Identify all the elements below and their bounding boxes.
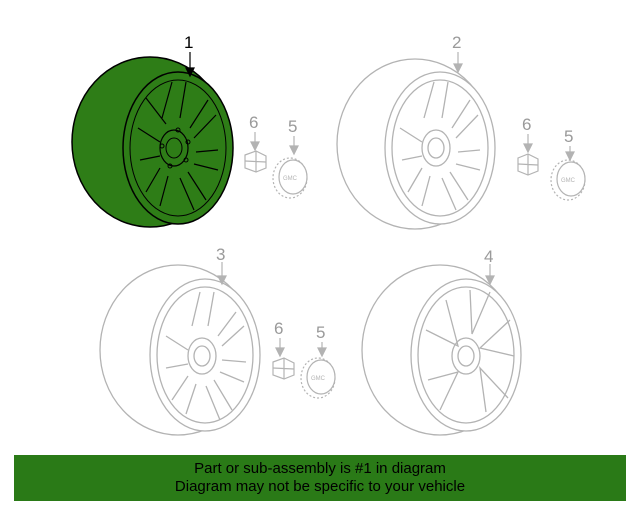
- callout-5c[interactable]: 5: [316, 323, 325, 342]
- wheel-3[interactable]: [99, 264, 261, 436]
- banner-line-2: Diagram may not be specific to your vehi…: [174, 478, 466, 495]
- cap-logo-text: GMC: [283, 176, 298, 182]
- lug-nut-c[interactable]: [272, 357, 295, 380]
- wheel-1[interactable]: [71, 56, 234, 228]
- lug-nut-a[interactable]: [244, 150, 267, 173]
- center-cap-a[interactable]: GMC: [272, 157, 308, 199]
- callout-1[interactable]: 1: [184, 33, 193, 52]
- callout-4[interactable]: 4: [484, 247, 493, 266]
- info-banner: Part or sub-assembly is #1 in diagram Di…: [14, 455, 626, 501]
- callout-6b[interactable]: 6: [522, 115, 531, 134]
- lug-nut-b[interactable]: [517, 153, 539, 176]
- callout-5b[interactable]: 5: [564, 127, 573, 146]
- cap-logo-text: GMC: [311, 376, 326, 382]
- parts-diagram: GMC GMC GMC 1 2 3 4 6 5 6 5: [71, 33, 586, 436]
- wheel-4[interactable]: [361, 264, 522, 436]
- banner-line-1: Part or sub-assembly is #1 in diagram: [194, 460, 446, 477]
- callout-6c[interactable]: 6: [274, 319, 283, 338]
- callout-2[interactable]: 2: [452, 33, 461, 52]
- wheel-2[interactable]: [336, 58, 496, 230]
- center-cap-c[interactable]: GMC: [300, 357, 336, 399]
- callout-3[interactable]: 3: [216, 245, 225, 264]
- leader-lines: [185, 52, 575, 358]
- callout-5a[interactable]: 5: [288, 117, 297, 136]
- cap-logo-text: GMC: [561, 178, 576, 184]
- callout-6a[interactable]: 6: [249, 113, 258, 132]
- center-cap-b[interactable]: GMC: [550, 159, 586, 201]
